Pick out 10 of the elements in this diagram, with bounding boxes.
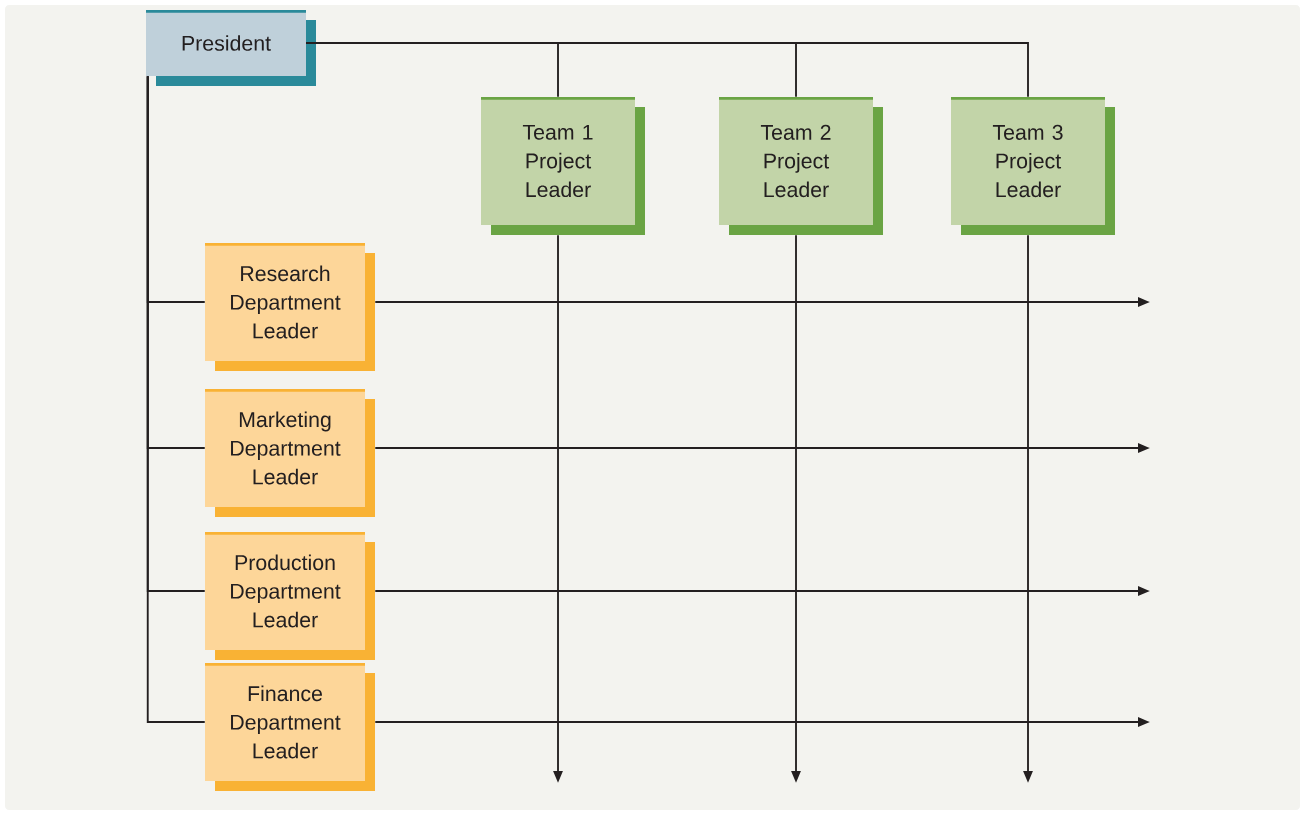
team-leader-box: Team 3 Project Leader (951, 97, 1115, 235)
department-leader-box: Finance Department Leader (205, 663, 375, 791)
connector-line (146, 75, 206, 723)
department-leader-box: Production Department Leader (205, 532, 375, 660)
president-box: President (146, 10, 316, 86)
department-leader-box: Marketing Department Leader (205, 389, 375, 517)
department-leader-box: Research Department Leader (205, 243, 375, 371)
team-leader-box: Team 1 Project Leader (481, 97, 645, 235)
connector-line (305, 42, 1029, 98)
team-leader-box: Team 2 Project Leader (719, 97, 883, 235)
